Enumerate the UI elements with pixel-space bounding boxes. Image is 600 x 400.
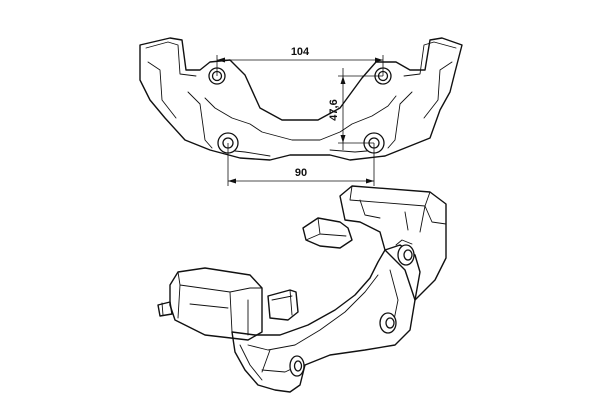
right-tab <box>302 217 353 249</box>
inner-web-contour <box>204 95 397 141</box>
iso-middle-hole-inner <box>385 317 395 329</box>
dimension-104: 104 <box>216 46 384 76</box>
dimension-47-6: 47,6 <box>328 68 383 150</box>
dimension-90: 90 <box>227 143 375 186</box>
left-pad-block <box>169 267 263 341</box>
iso-upper-hole-inner <box>403 249 413 261</box>
inner-web-contour-2 <box>187 91 413 149</box>
right-ear-detail <box>403 41 457 119</box>
iso-lower-hole-inner <box>293 360 303 372</box>
dimension-47-6-label: 47,6 <box>328 99 340 120</box>
left-ear-detail <box>145 41 197 119</box>
left-bolt <box>157 301 173 317</box>
bracket-isometric-view <box>157 185 447 393</box>
dimension-104-label: 104 <box>291 46 310 58</box>
arm-inner-lines <box>247 274 379 373</box>
left-tab <box>267 289 299 321</box>
dimension-90-label: 90 <box>295 167 307 179</box>
